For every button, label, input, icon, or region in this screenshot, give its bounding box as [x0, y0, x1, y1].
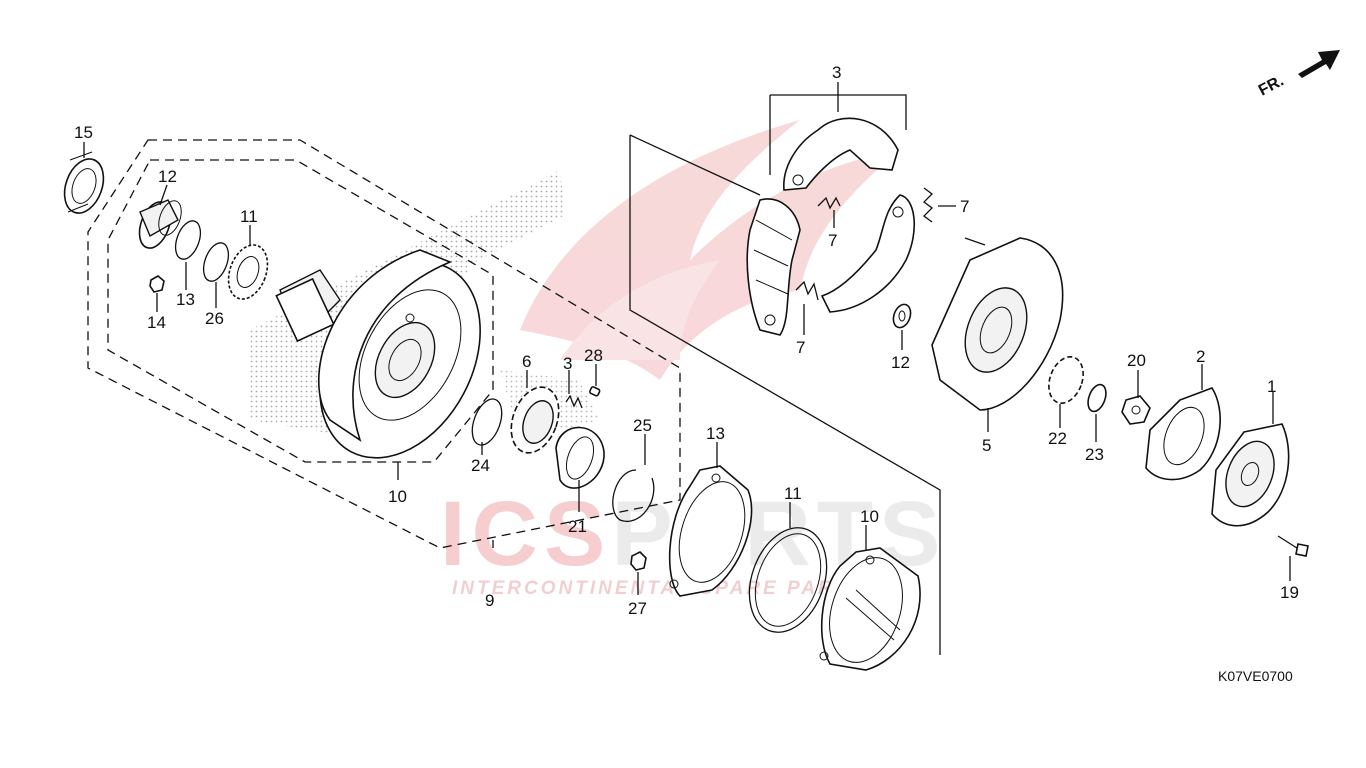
- leader-lines: [83, 82, 1291, 595]
- part-17-nut: [149, 275, 165, 293]
- part-28-roller: [589, 386, 601, 397]
- right-group-boundary: [629, 134, 941, 655]
- callout-12: 12: [891, 353, 910, 372]
- watermark-brand-accent: ICS: [440, 483, 611, 585]
- part-16-snap-ring: [174, 220, 202, 260]
- part-14-gear: [227, 244, 269, 300]
- callout-4: 3: [563, 354, 572, 373]
- part-7-springs: [795, 187, 933, 301]
- callout-8: 10: [860, 507, 879, 526]
- part-4-spring: [565, 394, 583, 409]
- callout-10: 13: [706, 424, 725, 443]
- part-2-gasket: [1145, 387, 1221, 481]
- callout-26: 26: [205, 309, 224, 328]
- outer-dashed-boundary: [87, 139, 681, 549]
- callout-17: 14: [147, 313, 166, 332]
- callout-21: 21: [568, 517, 587, 536]
- part-1-cover: [1211, 423, 1290, 527]
- part-23-washer: [1087, 383, 1107, 413]
- part-callouts: 15 12 11 13 26 14 10 9 6 3 28 24 21 25 2…: [74, 63, 1299, 618]
- part-22-nut: [1048, 355, 1084, 405]
- part-27-nut: [630, 551, 647, 571]
- watermark-brand: ICSPARTS: [440, 483, 946, 585]
- front-direction-indicator: FR.: [1256, 50, 1340, 100]
- callout-7-b: 7: [796, 338, 805, 357]
- part-9-o-ring: [748, 527, 828, 633]
- callout-22: 22: [1048, 429, 1067, 448]
- part-10-gasket: [668, 465, 753, 597]
- callout-14: 11: [240, 207, 258, 226]
- inner-dashed-boundary: [107, 159, 494, 463]
- part-5-drive-plate: [931, 237, 1064, 411]
- part-25-circlip: [612, 469, 655, 523]
- callout-13: 10: [388, 487, 407, 506]
- part-21-plate: [555, 426, 605, 489]
- part-24-ring: [471, 398, 503, 446]
- callout-2: 2: [1196, 347, 1205, 366]
- fr-arrow-icon: [1298, 50, 1340, 78]
- watermark-wing-inner: [560, 260, 720, 360]
- callout-5: 5: [982, 436, 991, 455]
- part-12-collar: [892, 303, 912, 329]
- callout-27: 27: [628, 599, 647, 618]
- part-19-bolt: [1277, 535, 1309, 557]
- diagram-code: K07VE0700: [1218, 668, 1293, 684]
- part-15-collar: [138, 199, 182, 249]
- callout-25: 25: [633, 416, 652, 435]
- callout-6: 6: [522, 352, 531, 371]
- callout-16: 13: [176, 290, 195, 309]
- part-3-clutch-shoes: [746, 117, 915, 336]
- callout-1: 1: [1267, 377, 1276, 396]
- callout-3: 3: [832, 63, 841, 82]
- callout-7-a: 7: [828, 231, 837, 250]
- assembly-boundaries: [87, 94, 941, 655]
- part-26-ring: [202, 242, 230, 282]
- callout-18: 15: [74, 123, 93, 142]
- callout-9: 11: [784, 484, 802, 503]
- fr-label: FR.: [1256, 72, 1287, 99]
- callout-11: 9: [485, 591, 494, 610]
- part-18-oil-seal: [63, 151, 105, 214]
- part-6-one-way-clutch: [510, 386, 560, 454]
- part-13-clutch-outer: [275, 249, 481, 459]
- callout-15: 12: [158, 167, 177, 186]
- part-8-gasket: [819, 547, 921, 671]
- callout-20: 20: [1127, 351, 1146, 370]
- callout-23: 23: [1085, 445, 1104, 464]
- part-20-nut: [1121, 395, 1151, 425]
- watermark-tagline: INTERCONTINENTAL SPARE PARTS: [452, 578, 865, 599]
- shoe-group-box: [769, 94, 907, 175]
- callout-28: 28: [584, 346, 603, 365]
- callout-24: 24: [471, 456, 490, 475]
- callout-7-c: 7: [960, 197, 969, 216]
- callout-19: 19: [1280, 583, 1299, 602]
